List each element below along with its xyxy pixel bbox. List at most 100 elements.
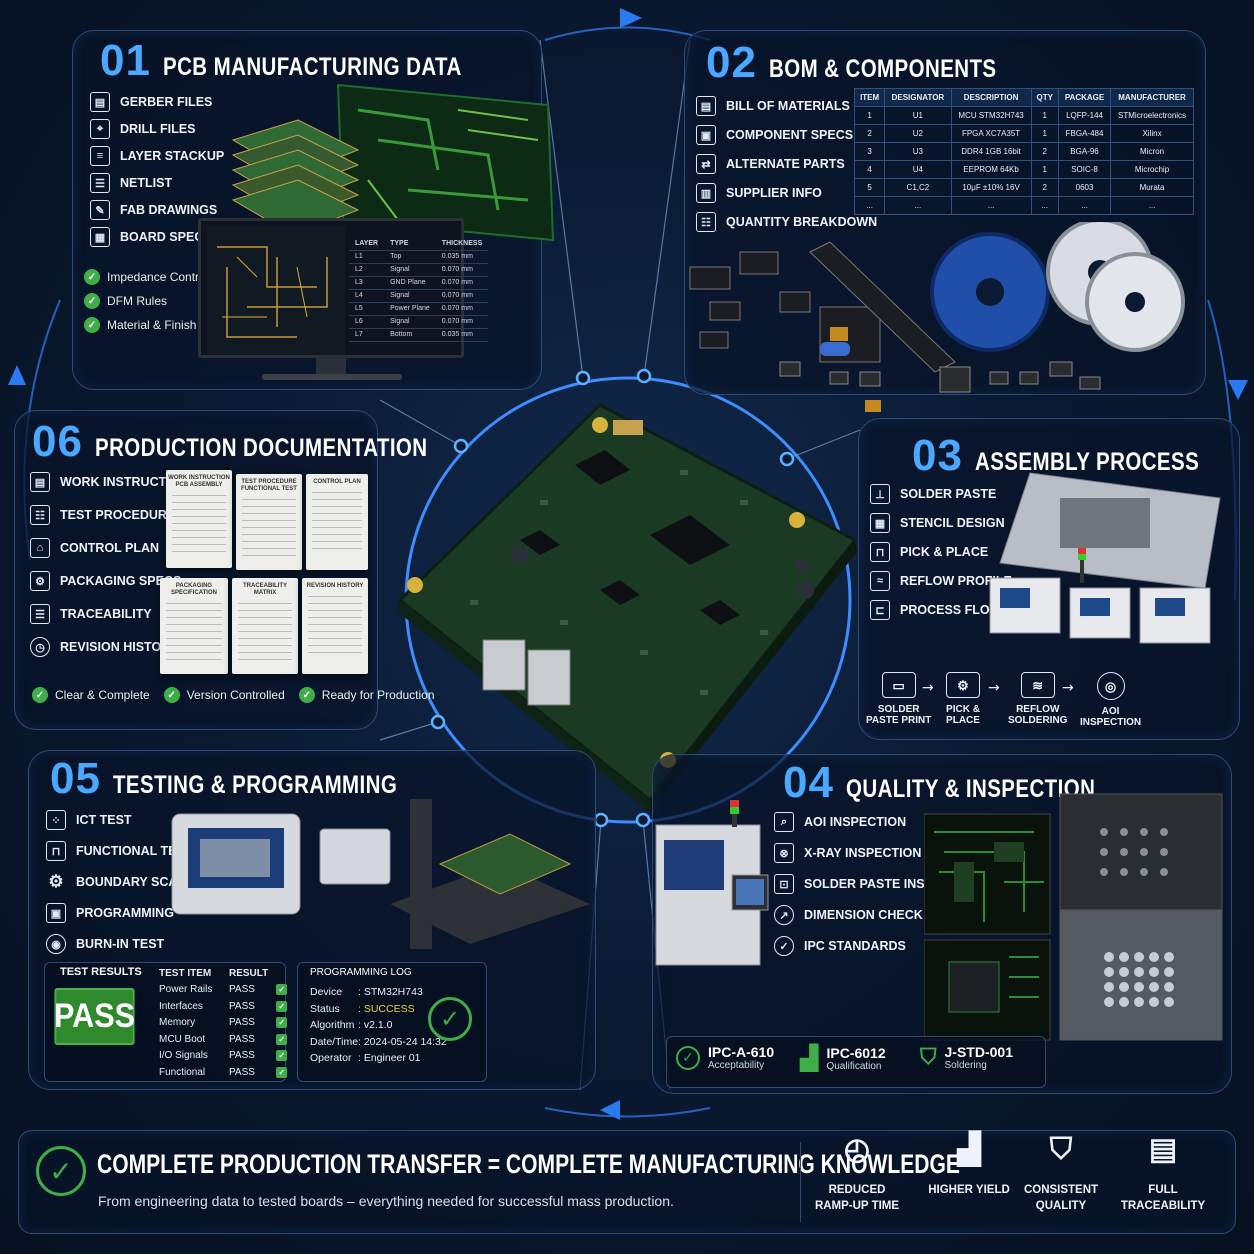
flow-arrow-icon: → [1062, 680, 1074, 696]
check-item: ✓Impedance Control [84, 269, 208, 285]
test-equipment-illustration [171, 799, 590, 949]
list-item: ⊏PROCESS FLOW [870, 600, 1012, 620]
clock-icon: ◷ [30, 637, 50, 657]
paste-inspect-icon: ⊡ [774, 874, 794, 894]
list-item: ⚙BOUNDARY SCAN [46, 872, 192, 892]
document-icon: ▤ [1148, 1133, 1178, 1166]
check-icon: ✓ [276, 1017, 288, 1029]
shield-icon: ⛉ [1049, 1133, 1073, 1166]
list-item: ▥SUPPLIER INFO [696, 183, 877, 203]
section-number: 03 [912, 431, 963, 480]
ring-node [430, 714, 446, 730]
stopwatch-icon: ◴ [843, 1133, 871, 1166]
aoi-machine-illustration [655, 800, 769, 966]
check-icon: ✓ [276, 1050, 288, 1062]
list-item: ◉BURN-IN TEST [46, 934, 192, 954]
list-item: ▣COMPONENT SPECS [696, 125, 877, 145]
ethernet-port [527, 649, 571, 706]
list-item: ⌖DRILL FILES [90, 119, 224, 139]
log-line: Status: SUCCESS [310, 1002, 415, 1015]
panel-04-title: 04 QUALITY & INSPECTION [783, 758, 1150, 808]
dimension-icon: ↗ [774, 905, 794, 925]
check-circle-icon: ✓ [676, 1045, 700, 1070]
section-number: 06 [32, 417, 83, 466]
smt-line-illustration [989, 472, 1221, 644]
ring-node [636, 368, 652, 384]
benefit-higher-yield: ▟HIGHER YIELD [928, 1133, 1010, 1197]
list-item: ▣PROGRAMMING [46, 903, 192, 923]
fixture-icon: ⊓ [46, 841, 66, 861]
check-icon: ✓ [84, 317, 100, 333]
section-title: ASSEMBLY PROCESS [974, 448, 1200, 476]
check-icon: ✓ [276, 1000, 288, 1012]
check-item: ✓Material & Finish [84, 317, 208, 333]
list-item: ≡LAYER STACKUP [90, 146, 224, 166]
ring-node [635, 812, 651, 828]
flow-arrow-icon: → [988, 680, 1000, 696]
section-title: PCB MANUFACTURING DATA [162, 53, 462, 81]
section-number: 02 [706, 38, 757, 87]
doc-traceability-matrix: TRACEABILITY MATRIX [232, 578, 298, 674]
programming-log: Device: STM32H743 Status: SUCCESS Algori… [310, 986, 447, 1069]
pcb-data-list: ▤GERBER FILES ⌖DRILL FILES ≡LAYER STACKU… [90, 92, 224, 247]
check-icon: ✓ [163, 687, 180, 703]
ring-node [453, 438, 469, 454]
arrow-bottom-icon [600, 1100, 620, 1120]
list-item: ☰TRACEABILITY [30, 604, 197, 624]
oven-icon: ≋ [1020, 672, 1055, 698]
list-item: ↗DIMENSION CHECK [774, 905, 980, 925]
flow-icon: ⊏ [870, 600, 890, 620]
test-fixture [171, 813, 301, 915]
pick-place-icon: ⊓ [870, 542, 890, 562]
standards-box [666, 1036, 1046, 1088]
robot-icon: ⚙ [946, 672, 980, 698]
log-line: Operator: Engineer 01 [310, 1052, 421, 1064]
netlist-icon: ☰ [90, 173, 110, 193]
list-item: ⚙PACKAGING SPECS [30, 571, 197, 591]
aoi-icon: ◎ [1096, 672, 1125, 700]
list-item: ⊗X-RAY INSPECTION [774, 843, 980, 863]
list-item: ⌕AOI INSPECTION [774, 812, 980, 832]
secondary-chip [575, 450, 630, 485]
check-icon: ✓ [84, 269, 100, 285]
components-illustration [689, 222, 1185, 412]
ict-icon: ⁘ [46, 810, 66, 830]
check-icon: ✓ [276, 984, 288, 996]
list-item: ⁘ICT TEST [46, 810, 192, 830]
bom-list: ▤BILL OF MATERIALS ▣COMPONENT SPECS ⇄ALT… [696, 96, 877, 232]
check-item: ✓Ready for Production [298, 687, 435, 703]
check-icon: ✓ [32, 687, 48, 703]
log-line: Date/Time: 2024-05-24 14:32 [310, 1035, 447, 1048]
list-item: ≈REFLOW PROFILE [870, 571, 1012, 591]
document-icon: ▤ [696, 96, 716, 116]
footer-banner [18, 1130, 1236, 1234]
stencil-icon: ▦ [870, 513, 890, 533]
control-icon: ⌂ [30, 538, 50, 558]
arrow-right-icon [1228, 380, 1248, 400]
doc-revision-history: REVISION HISTORY [302, 578, 368, 674]
ring-node [779, 451, 795, 467]
magnifier-icon: ⌕ [774, 812, 794, 832]
list-item: ⊓PICK & PLACE [870, 542, 1012, 562]
burn-icon: ◉ [46, 934, 66, 954]
panel-06-title: 06 PRODUCTION DOCUMENTATION [32, 417, 500, 467]
monitor-base [262, 374, 402, 380]
panel-05-title: 05 TESTING & PROGRAMMING [50, 754, 460, 804]
